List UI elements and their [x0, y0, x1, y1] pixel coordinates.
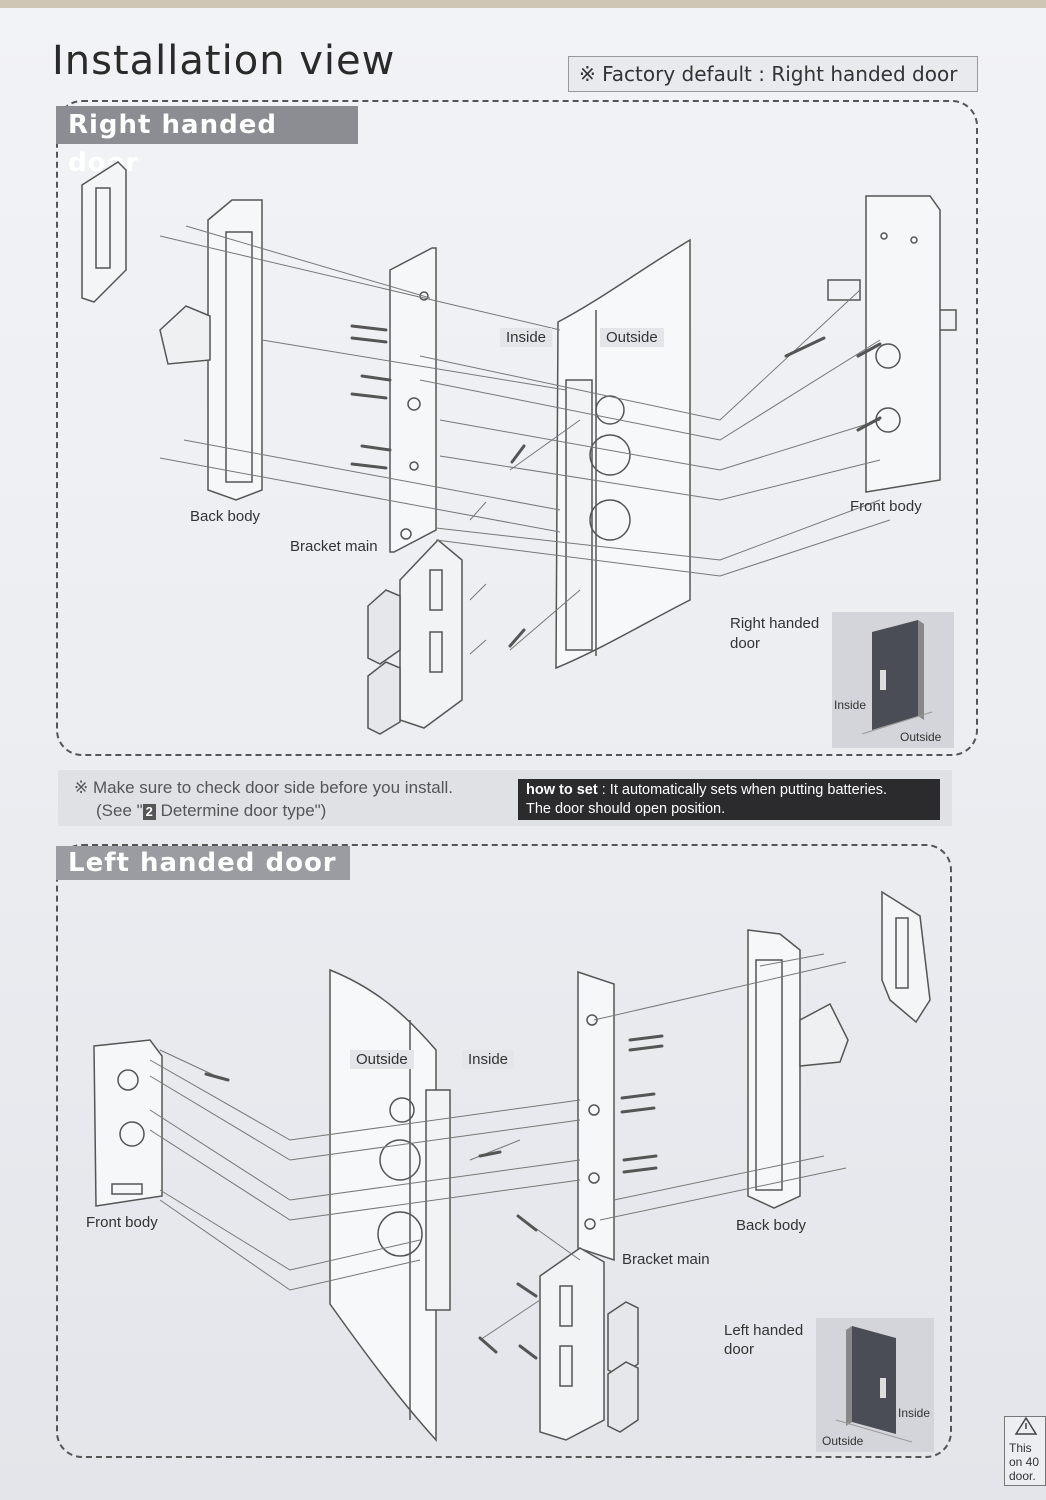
side-warning-line3: door.	[1009, 1469, 1036, 1483]
how-to-set-line1: how to set : It automatically sets when …	[526, 781, 932, 800]
how-to-set-text: : It automatically sets when putting bat…	[597, 782, 888, 798]
side-warning-line2: on 40	[1009, 1455, 1040, 1469]
page-title: Installation view	[52, 38, 396, 84]
right-section-frame	[56, 100, 978, 756]
how-to-set-note: how to set : It automatically sets when …	[518, 779, 940, 820]
how-to-set-label: how to set	[526, 782, 598, 798]
left-outside-label: Outside	[350, 1050, 414, 1069]
side-warning-line1: This	[1009, 1441, 1032, 1455]
note-see-prefix: (See "	[96, 801, 143, 820]
left-door-illustration	[816, 1318, 934, 1452]
door-side-note-line2: (See "2 Determine door type")	[74, 799, 453, 822]
right-door-type-line1: Right handed	[730, 615, 820, 632]
door-side-note-line1: ※ Make sure to check door side before yo…	[74, 778, 453, 797]
left-section-title: Left handed door	[56, 846, 350, 880]
step-number-badge: 2	[142, 804, 156, 820]
left-inside-label: Inside	[462, 1050, 515, 1069]
left-front-body-label: Front body	[86, 1214, 158, 1231]
right-pic-outside-label: Outside	[900, 730, 942, 744]
right-back-body-label: Back body	[190, 508, 261, 525]
left-pic-inside-label: Inside	[898, 1406, 931, 1420]
left-bracket-main-label: Bracket main	[622, 1251, 710, 1268]
left-back-body-label: Back body	[736, 1217, 807, 1234]
right-section-title: Right handed door	[56, 106, 358, 178]
top-edge-shadow	[0, 0, 1046, 8]
right-front-body-label: Front body	[850, 498, 922, 515]
left-section-frame	[56, 844, 952, 1458]
right-pic-inside-label: Inside	[834, 698, 867, 712]
factory-default-badge: ※ Factory default : Right handed door	[568, 56, 978, 92]
right-outside-label: Outside	[600, 328, 664, 347]
note-see-suffix: Determine door type")	[155, 801, 327, 820]
door-side-note: ※ Make sure to check door side before yo…	[74, 776, 453, 822]
right-bracket-main-label: Bracket main	[290, 538, 378, 555]
left-door-icon	[835, 1326, 913, 1443]
left-door-type-line2: door	[724, 1341, 755, 1358]
right-door-type-line2: door	[730, 635, 761, 652]
side-warning-box: This on 40 door.	[1004, 1416, 1046, 1486]
left-door-type-line1: Left handed	[724, 1322, 804, 1339]
right-door-icon	[861, 620, 933, 735]
right-door-illustration	[832, 612, 954, 748]
how-to-set-line2: The door should open position.	[526, 801, 726, 817]
right-inside-label: Inside	[500, 328, 553, 347]
left-pic-outside-label: Outside	[822, 1434, 864, 1448]
